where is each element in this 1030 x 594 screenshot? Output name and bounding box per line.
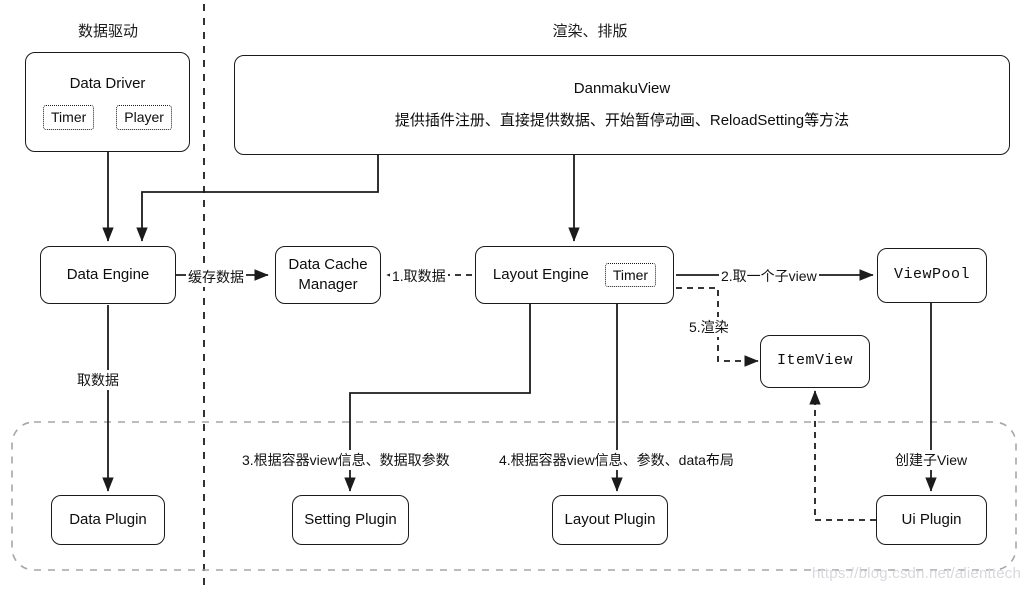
edge-danmakuview-to-dataengine [136, 155, 379, 242]
node-data-plugin[interactable]: Data Plugin [51, 495, 165, 545]
node-layout-plugin[interactable]: Layout Plugin [552, 495, 668, 545]
node-setting-plugin-label: Setting Plugin [304, 510, 397, 528]
plugin-group-container [11, 421, 1017, 571]
node-data-driver-label: Data Driver [69, 75, 146, 93]
node-data-engine[interactable]: Data Engine [40, 246, 176, 304]
node-data-plugin-label: Data Plugin [69, 510, 147, 528]
node-data-cache-manager[interactable]: Data Cache Manager [275, 246, 381, 304]
node-danmaku-view-desc: 提供插件注册、直接提供数据、开始暂停动画、ReloadSetting等方法 [394, 112, 850, 129]
chip-player[interactable]: Player [116, 104, 172, 130]
section-title-left: 数据驱动 [77, 23, 138, 40]
node-danmaku-view-title: DanmakuView [573, 79, 671, 97]
node-layout-engine[interactable]: Layout Engine Timer [475, 246, 674, 304]
chip-layout-timer[interactable]: Timer [604, 262, 657, 288]
edge-uiplugin-to-itemview [809, 390, 876, 521]
node-view-pool-label: ViewPool [893, 266, 970, 284]
layout-engine-inner: Layout Engine Timer [492, 262, 657, 288]
edge-label-cache-data: 缓存数据 [186, 267, 246, 287]
edge-layoutengine-to-settingplugin [344, 304, 531, 492]
edge-label-fetch-data: 取数据 [75, 370, 121, 390]
node-data-driver[interactable]: Data Driver Timer Player [25, 52, 190, 152]
node-data-cache-manager-line1: Data Cache [288, 255, 368, 273]
node-ui-plugin[interactable]: Ui Plugin [876, 495, 987, 545]
edge-label-render-5: 5.渲染 [687, 317, 731, 337]
chip-timer[interactable]: Timer [43, 104, 95, 130]
edge-label-create-child-view: 创建子View [893, 450, 970, 470]
edge-label-setting-params-3: 3.根据容器view信息、数据取参数 [240, 450, 452, 470]
node-data-cache-manager-line2: Manager [298, 276, 358, 293]
node-layout-engine-label: Layout Engine [492, 265, 589, 283]
node-item-view-label: ItemView [776, 352, 853, 370]
edge-label-layout-data-4: 4.根据容器view信息、参数、data布局 [497, 450, 736, 470]
node-layout-plugin-label: Layout Plugin [564, 510, 656, 528]
node-setting-plugin[interactable]: Setting Plugin [292, 495, 409, 545]
watermark: https://blog.csdn.net/alienttech [812, 565, 1022, 582]
node-view-pool[interactable]: ViewPool [877, 248, 987, 303]
node-ui-plugin-label: Ui Plugin [901, 510, 962, 528]
edge-label-fetch-data-1: 1.取数据 [390, 266, 448, 286]
node-danmaku-view[interactable]: DanmakuView 提供插件注册、直接提供数据、开始暂停动画、ReloadS… [234, 55, 1010, 155]
edge-label-get-child-view-2: 2.取一个子view [719, 266, 819, 286]
node-data-engine-label: Data Engine [66, 265, 150, 283]
node-item-view[interactable]: ItemView [760, 335, 870, 388]
section-title-right: 渲染、排版 [552, 23, 628, 40]
data-driver-chip-row: Timer Player [43, 104, 172, 130]
